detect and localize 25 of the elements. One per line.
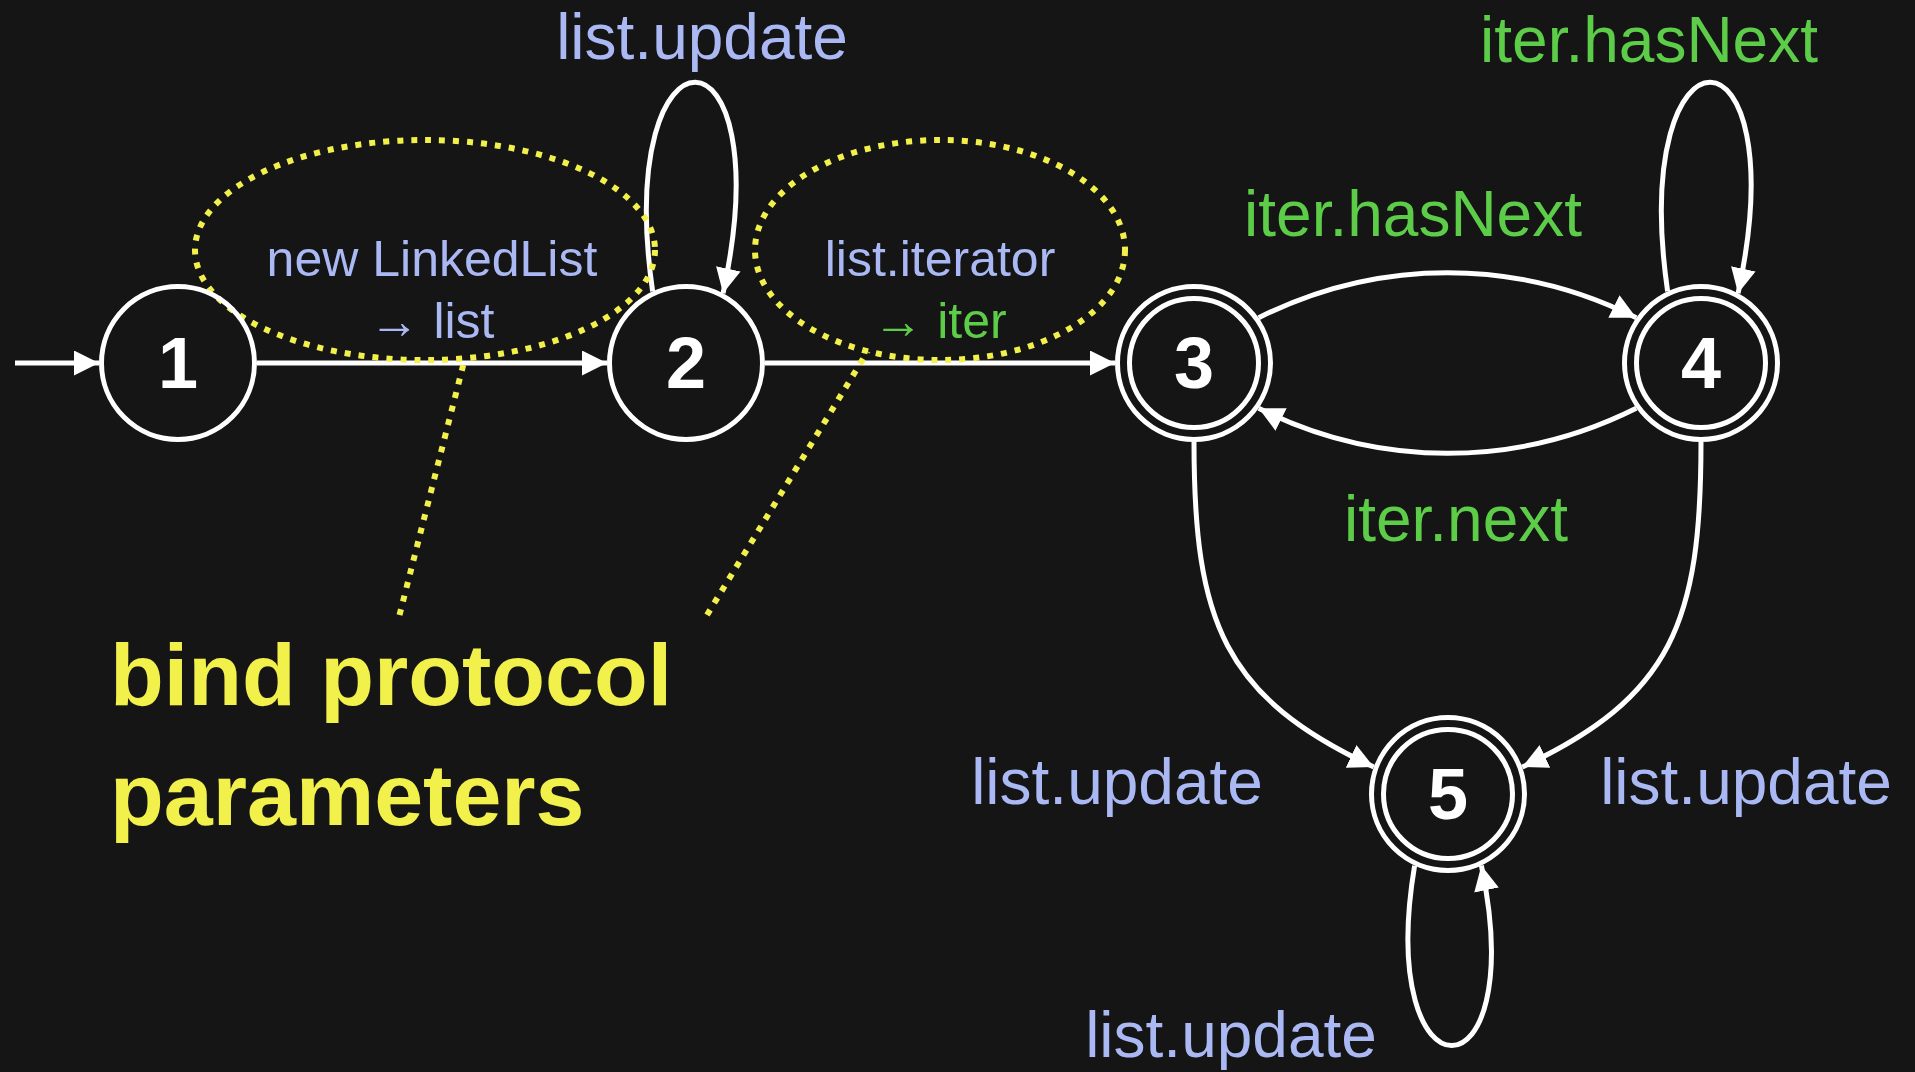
callout-text: bind protocol parameters [110, 615, 710, 855]
start-arrow [15, 350, 99, 376]
transition-arrow [1257, 406, 1638, 456]
transition-arrow [765, 350, 1115, 376]
leader-line [704, 349, 871, 617]
transition-arrow [1521, 441, 1704, 770]
accepting-state-circle [1622, 284, 1780, 442]
state-number: 2 [665, 327, 706, 399]
dotted-ellipse [750, 135, 1130, 365]
edge-label: new LinkedList → list [265, 230, 599, 351]
accepting-state-circle [1115, 284, 1273, 442]
state-number: 4 [1680, 327, 1721, 399]
state-circle [607, 284, 765, 442]
transition-arrow [1191, 441, 1375, 770]
state-number: 5 [1427, 758, 1468, 830]
transition-arrow [257, 350, 607, 376]
transition-arrow [1659, 80, 1755, 294]
transition-arrow [644, 80, 740, 294]
transition-arrow [1257, 270, 1638, 320]
edge-label: list.iterator → iter [823, 230, 1057, 351]
transition-arrow [1406, 865, 1498, 1048]
state-number: 1 [157, 327, 198, 399]
state-number: 3 [1173, 327, 1214, 399]
state-circle [99, 284, 257, 442]
accepting-state-circle [1369, 715, 1527, 873]
